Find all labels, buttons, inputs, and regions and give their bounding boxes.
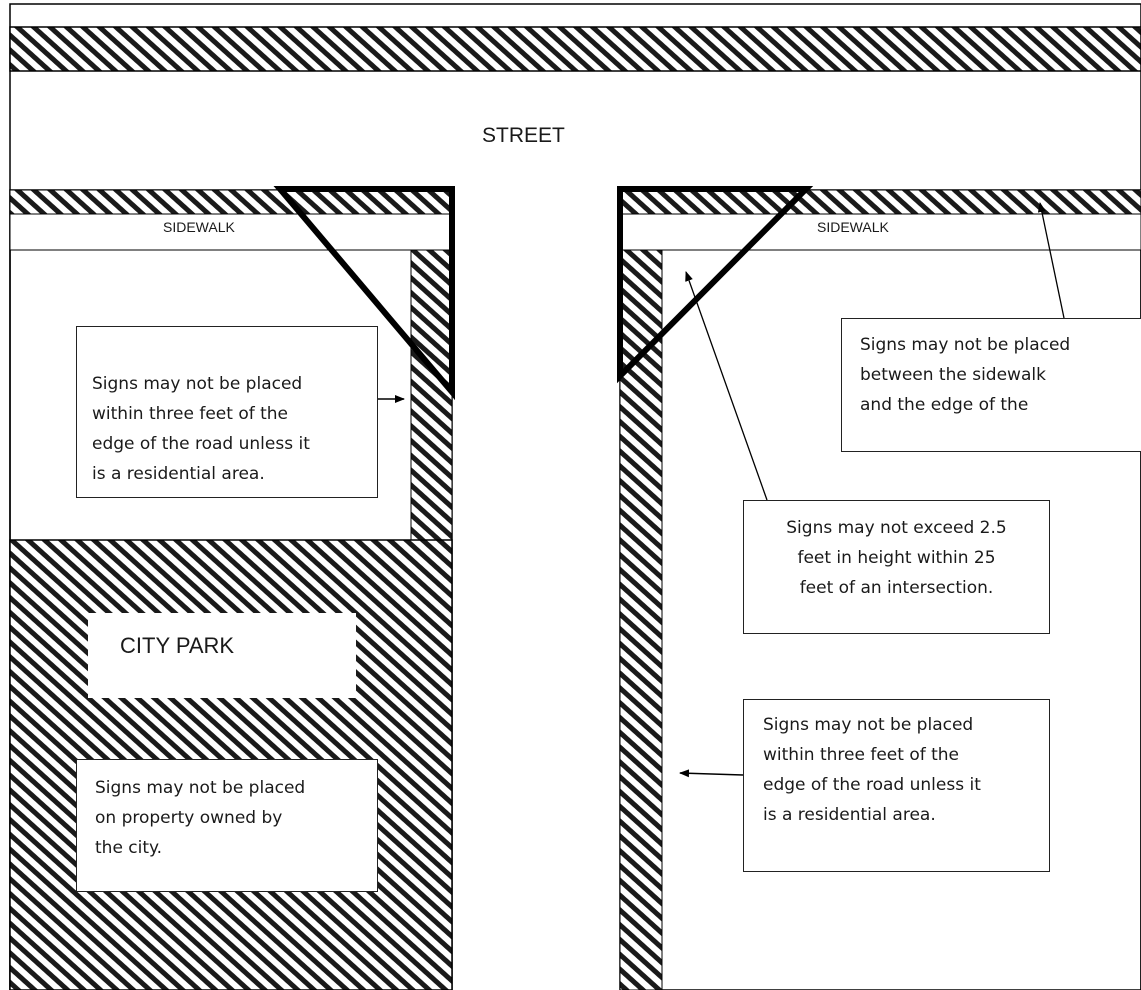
right-curb-hatch bbox=[619, 189, 1141, 215]
street-label: STREET bbox=[482, 124, 565, 147]
note-city-property: Signs may not be placed on property owne… bbox=[76, 759, 378, 892]
sidewalk-label-left: SIDEWALK bbox=[163, 219, 235, 235]
note-line: edge of the road unless it bbox=[763, 775, 981, 795]
note-line: feet in height within 25 bbox=[797, 548, 996, 568]
note-sidewalk-edge: Signs may not be placed between the side… bbox=[841, 318, 1141, 452]
sidewalk-edge-arrow bbox=[1037, 202, 1065, 319]
note-right-road-edge: Signs may not be placed within three fee… bbox=[743, 699, 1050, 872]
note-line: edge of the road unless it bbox=[92, 434, 310, 454]
note-line: Signs may not be placed bbox=[95, 778, 306, 798]
sidewalk-label-right: SIDEWALK bbox=[817, 219, 889, 235]
note-line: is a residential area. bbox=[763, 805, 936, 825]
note-line: on property owned by bbox=[95, 808, 283, 828]
right-roadside-strip bbox=[619, 249, 663, 990]
note-line: and the edge of the bbox=[860, 395, 1029, 415]
right-sight-triangle bbox=[617, 186, 814, 384]
note-line: within three feet of the bbox=[92, 404, 289, 424]
note-line: feet of an intersection. bbox=[799, 578, 994, 598]
note-left-road-edge: Signs may not be placed within three fee… bbox=[76, 326, 378, 498]
top-hatched-band bbox=[9, 26, 1141, 72]
note-line: the city. bbox=[95, 838, 163, 858]
note-line: is a residential area. bbox=[92, 464, 265, 484]
left-roadside-strip bbox=[410, 249, 453, 541]
note-line: Signs may not be placed bbox=[763, 715, 974, 735]
intersection-arrow bbox=[685, 271, 768, 501]
note-line: Signs may not be placed bbox=[92, 374, 303, 394]
city-park-box: CITY PARK bbox=[88, 613, 356, 698]
note-line: within three feet of the bbox=[763, 745, 960, 765]
note-intersection-height: Signs may not exceed 2.5 feet in height … bbox=[743, 500, 1050, 634]
note-line: Signs may not be placed bbox=[860, 335, 1071, 355]
left-curb-hatch bbox=[9, 189, 453, 215]
note-line: between the sidewalk bbox=[860, 365, 1046, 385]
left-sight-triangle bbox=[273, 186, 455, 401]
right-road-edge-arrow bbox=[679, 769, 744, 778]
city-park-label: CITY PARK bbox=[120, 633, 235, 658]
note-line: Signs may not exceed 2.5 bbox=[786, 518, 1007, 538]
